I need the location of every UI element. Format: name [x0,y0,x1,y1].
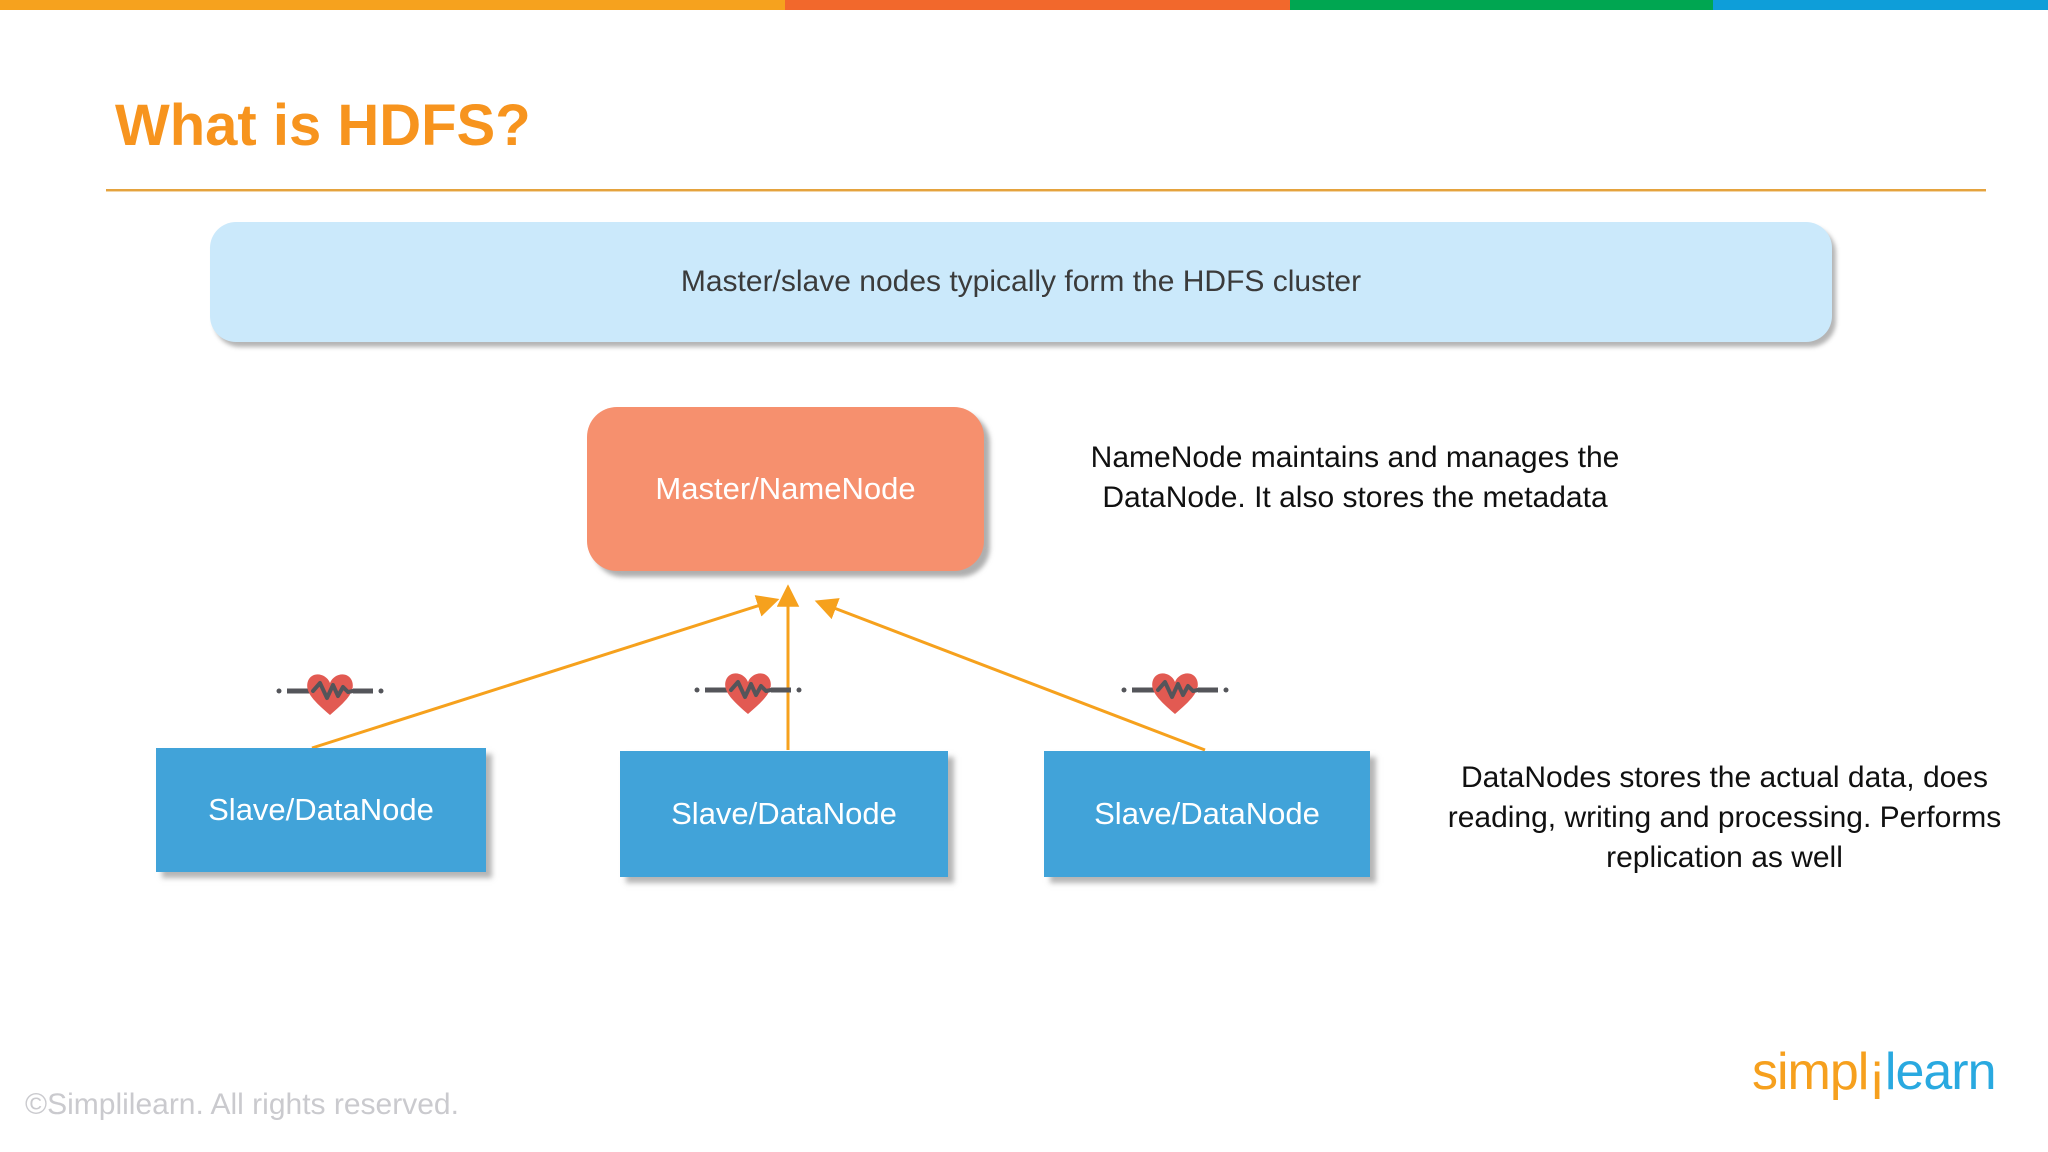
summary-banner-text: Master/slave nodes typically form the HD… [680,265,1362,298]
topbar-segment-amber [0,0,785,10]
page-title: What is HDFS? [115,93,531,158]
slave-datanode-label: Slave/DataNode [671,796,897,831]
master-namenode-box: Master/NameNode [587,407,984,571]
logo-part-learn: learn [1884,1043,1997,1101]
heartbeat-icon [694,673,802,714]
slave-datanode-box-3: Slave/DataNode [1044,751,1370,877]
heartbeat-icon [276,674,384,715]
simplilearn-logo: simplilearn [1752,1042,1997,1111]
namenode-description: NameNode maintains and manages the DataN… [1090,441,1620,514]
datanode-description: DataNodes stores the actual data, does r… [1447,761,2002,874]
title-underline [106,189,1986,191]
top-color-bar [0,0,2048,10]
summary-banner: Master/slave nodes typically form the HD… [210,222,1832,342]
topbar-segment-blue [1713,0,2048,10]
logo-part-dropped-i: i [1871,1053,1883,1111]
heartbeat-icon [1121,673,1229,714]
slave-datanode-box-2: Slave/DataNode [620,751,948,877]
copyright-text: ©Simplilearn. All rights reserved. [25,1088,459,1121]
master-namenode-label: Master/NameNode [655,471,916,506]
slave-datanode-box-1: Slave/DataNode [156,748,486,872]
slave-datanode-label: Slave/DataNode [1094,796,1320,831]
topbar-segment-green [1290,0,1713,10]
logo-part-simpl: simpl [1752,1043,1869,1101]
slave-datanode-label: Slave/DataNode [208,792,434,827]
topbar-segment-orange [785,0,1290,10]
